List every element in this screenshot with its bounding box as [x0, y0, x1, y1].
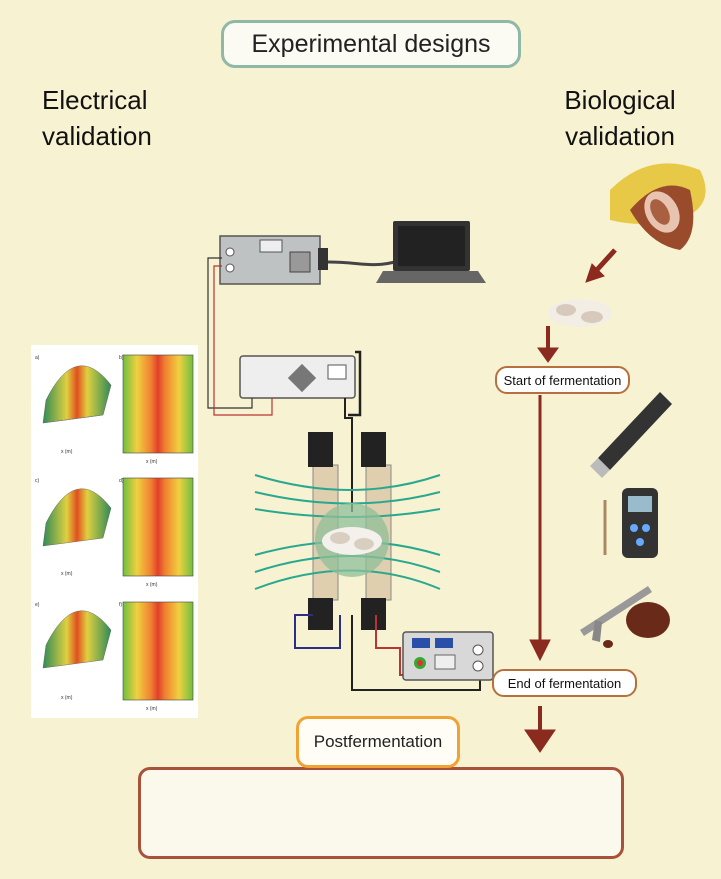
postfermentation-box: Postfermentation [296, 716, 460, 768]
plot-row-1: a) b) x (m) x (m) [35, 354, 194, 465]
contour-axis-x-2: x (m) [146, 582, 158, 588]
start-fermentation-box: Start of fermentation [495, 366, 630, 394]
contour-axis-x-3: x (m) [146, 706, 158, 712]
postfermentation-label: Postfermentation [313, 732, 443, 751]
cocoa-mass-center [322, 527, 382, 555]
end-fermentation-label: End of fermentation [507, 675, 622, 691]
field-plots-graphic: a) b) x (m) x (m) c) d) x (m) x (m) e) f… [35, 354, 194, 712]
bio-flow-arrows [524, 248, 617, 753]
electrical-validation-heading: Electrical validation [42, 82, 152, 154]
postfermentation-container [138, 767, 624, 859]
plot-label-d: d) [119, 478, 124, 484]
page-title-text: Experimental designs [251, 29, 491, 58]
start-fermentation-label: Start of fermentation [503, 372, 622, 388]
contour-axis-x-1: x (m) [146, 459, 158, 465]
plot-label-b: b) [119, 355, 124, 361]
plot-label-c: c) [35, 478, 40, 484]
plot-row-3: e) f) x (m) x (m) [35, 601, 194, 712]
sensor-board-icon [219, 235, 328, 285]
cocoa-beans-fresh-icon [548, 299, 612, 327]
refractometer-icon [590, 392, 672, 478]
page-title: Experimental designs [221, 20, 521, 68]
biological-validation-heading: Biological validation [540, 82, 700, 154]
electrical-heading-line2: validation [42, 121, 152, 151]
magnetic-field-plots-panel: a) b) x (m) x (m) c) d) x (m) x (m) e) f… [31, 345, 198, 718]
power-supply-icon [402, 631, 494, 681]
electrical-heading-line1: Electrical [42, 85, 148, 115]
ph-meter-icon [603, 488, 658, 558]
biological-heading-line2: validation [565, 121, 675, 151]
cocoa-pod-icon [610, 163, 706, 250]
caliper-icon [580, 586, 670, 648]
plot-row-2: c) d) x (m) x (m) [35, 477, 194, 588]
plot-label-a: a) [35, 355, 40, 361]
microcontroller-icon [239, 355, 356, 399]
plot-axis-x-1: x (m) [61, 449, 73, 455]
plot-label-f: f) [119, 602, 122, 608]
laptop-icon [376, 221, 486, 283]
end-fermentation-box: End of fermentation [492, 669, 637, 697]
plot-axis-x-3: x (m) [61, 695, 73, 701]
plot-axis-x-2: x (m) [61, 571, 73, 577]
plot-label-e: e) [35, 602, 40, 608]
biological-heading-line1: Biological [564, 85, 676, 115]
